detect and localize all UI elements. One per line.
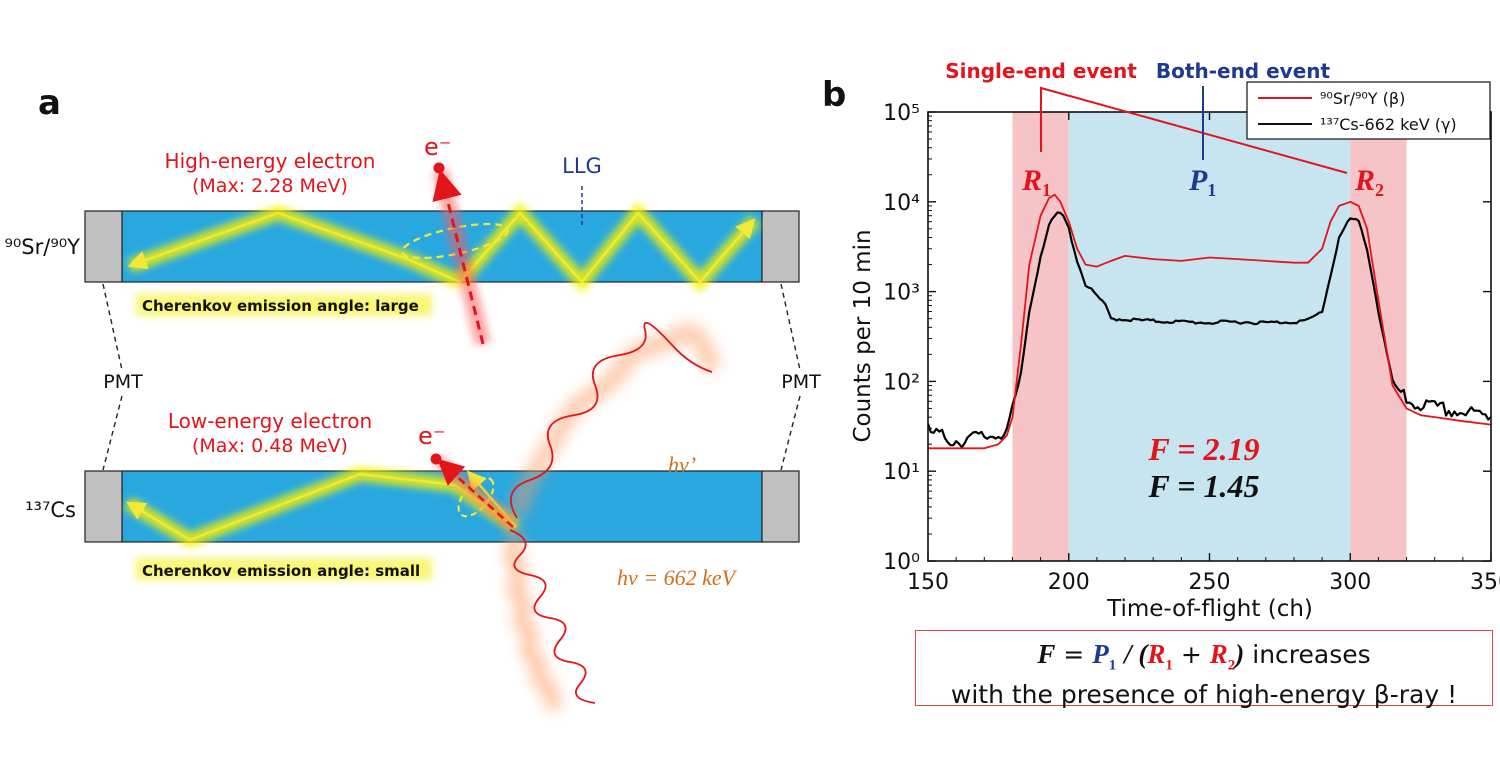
photon-out-label: hν’ [668,452,696,477]
bottom-electron-track [437,458,514,528]
formula-r1-sub: 1 [1165,657,1173,674]
formula-r1: R1 [1147,639,1173,673]
formula-r2-letter: R [1209,639,1228,669]
panel-a-label: a [38,83,61,123]
bottom-pmt-right [761,470,800,543]
formula-p-sub: 1 [1108,657,1117,674]
bottom-electron-label: e⁻ [418,422,445,450]
y-tick-label: 10³ [883,281,920,306]
r1-letter: R [1021,164,1042,197]
legend-label-sr: ⁹⁰Sr/⁹⁰Y (β) [1320,89,1405,108]
chart-plot-area: 150 200 250 300 350 10⁰ 10¹ 10² 10³ 10⁴ 10⁵ [883,101,1500,595]
pmt-left-label: PMT [103,371,143,393]
x-tick-label: 300 [1329,570,1371,595]
r1-label: R1 [1021,164,1051,200]
top-electron-dot [433,162,445,174]
bottom-max: (Max: 0.48 MeV) [192,435,348,457]
p1-label: P1 [1188,164,1216,200]
bottom-angle-highlight [136,558,432,580]
x-tick-label: 150 [907,570,949,595]
photon-in-label: hν = 662 keV [617,565,738,590]
f-value-red: F = 2.19 [1148,431,1260,467]
legend-label-cs: ¹³⁷Cs-662 keV (γ) [1320,115,1457,134]
pmt-left-connector-top [102,283,123,371]
top-pmt-right [761,210,800,283]
series-line-cs137 [928,211,1491,449]
pmt-right-connector-top [780,283,801,371]
y-tick-label: 10¹ [883,460,920,485]
formula-p: P1 [1092,639,1116,673]
x-tick-label: 250 [1189,570,1231,595]
chart-series [928,193,1491,450]
series-line-sr90 [928,193,1491,450]
panel-b-label: b [822,75,846,115]
top-llg-assembly [84,162,800,346]
pmt-right-connector-bottom [780,395,801,471]
gamma-out-wave [509,321,713,519]
formula-close: ) [1235,639,1245,669]
f-value-black: F = 1.45 [1148,468,1260,504]
top-pmt-left [84,210,123,283]
single-end-label: Single-end event [945,59,1137,83]
bottom-source-label: ¹³⁷Cs [25,498,76,522]
top-electron-track [432,169,485,345]
x-axis-label: Time-of-flight (ch) [1106,596,1313,622]
bottom-pmt-left [84,470,123,543]
gamma-out-glow [508,323,722,518]
formula-f: F [1037,639,1056,669]
formula-p-letter: P [1092,639,1109,669]
legend-box [1246,81,1491,140]
formula-plus: + [1180,640,1202,669]
formula-r2-sub: 2 [1227,657,1236,674]
chart-regions [1012,112,1407,561]
bottom-angle-note: Cherenkov emission angle: small [142,562,420,580]
pmt-right-label: PMT [781,371,821,393]
llg-label: LLG [562,154,602,178]
y-tick-label: 10⁵ [883,101,920,126]
top-source-label: ⁹⁰Sr/⁹⁰Y [4,235,80,259]
single-end-bracket [1040,86,1348,174]
gamma-in-glow [504,527,564,714]
formula-line-1: F = P1 / (R1 + R2) increases [916,639,1492,680]
p1-sub: 1 [1207,180,1216,200]
both-end-label: Both-end event [1156,59,1331,83]
top-electron-label: e⁻ [424,133,451,161]
top-photon-path-left [127,211,461,284]
formula-box: F = P1 / (R1 + R2) increases with the pr… [915,630,1493,709]
formula-line-2: with the presence of high-energy β-ray ! [950,680,1458,710]
chart-region-3 [1350,112,1407,561]
y-tick-label: 10⁴ [883,191,920,216]
r2-label: R2 [1354,164,1384,200]
top-max: (Max: 2.28 MeV) [192,175,348,197]
y-tick-label: 10⁰ [883,550,920,575]
top-photon-path-right [459,211,756,284]
r1-sub: 1 [1042,180,1051,200]
formula-r1-letter: R [1147,639,1166,669]
gamma-in-wave [509,529,596,704]
chart-y-axis: 10⁰ 10¹ 10² 10³ 10⁴ 10⁵ [883,101,1491,575]
top-angle-highlight [136,294,432,316]
bottom-title: Low-energy electron [168,409,372,433]
top-angle-note: Cherenkov emission angle: large [142,297,419,315]
bottom-electron-dot [430,453,442,465]
chart-legend: ⁹⁰Sr/⁹⁰Y (β) ¹³⁷Cs-662 keV (γ) [1246,81,1491,140]
chart-region-2 [1068,112,1351,561]
formula-r2: R2 [1209,639,1236,673]
chart-x-axis: 150 200 250 300 350 [907,112,1500,595]
p1-letter: P [1188,164,1208,197]
r2-sub: 2 [1375,180,1384,200]
pmt-left-connector-bottom [102,395,123,471]
formula-eq: = [1063,640,1085,669]
x-tick-label: 350 [1470,570,1500,595]
y-tick-label: 10² [883,370,920,395]
bottom-llg-assembly [84,453,800,548]
x-tick-label: 200 [1048,570,1090,595]
y-axis-label: Counts per 10 min [850,229,876,442]
formula-tail: increases [1252,640,1371,669]
top-title: High-energy electron [165,149,376,173]
formula-open: / ( [1124,639,1148,669]
r2-letter: R [1354,164,1375,197]
